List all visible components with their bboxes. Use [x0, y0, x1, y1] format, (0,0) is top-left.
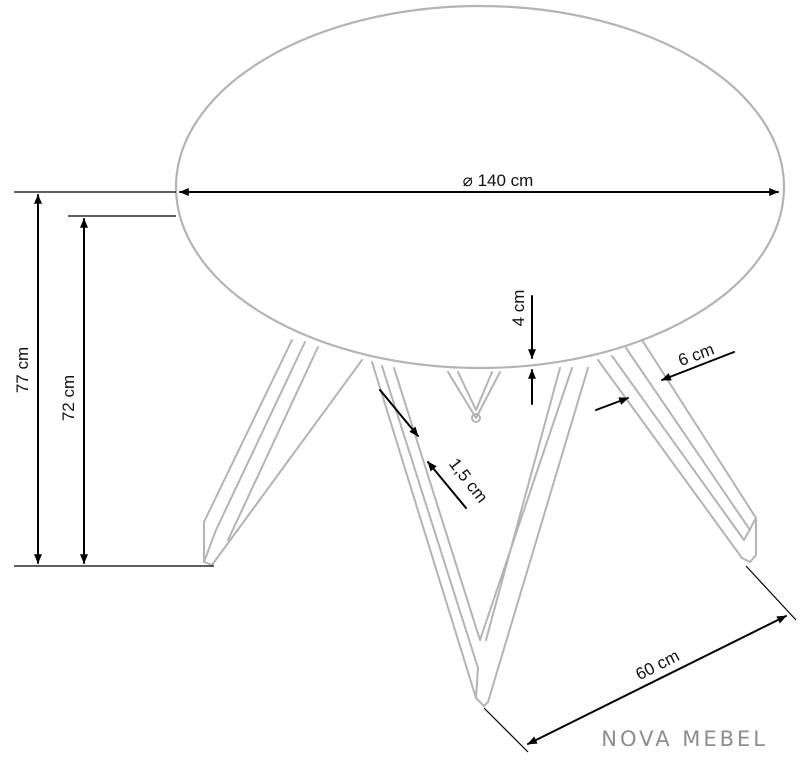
diameter-label: ⌀ 140 cm [463, 171, 534, 190]
total-height-label: 77 cm [13, 347, 32, 393]
leg-width-dimension-line [595, 351, 735, 411]
brand-logo: NOVA MEBEL [601, 727, 768, 751]
dimension-lines [34, 188, 787, 745]
leg-height-label: 72 cm [59, 375, 78, 421]
leg-span-dimension-line [527, 615, 787, 745]
leg-span-label: 60 cm [633, 646, 683, 684]
extension-lines [14, 191, 797, 753]
top-thickness-label: 4 cm [509, 290, 528, 327]
left-leg [203, 339, 363, 566]
leg-thickness-label: 1,5 cm [445, 455, 491, 507]
center-leg [371, 361, 589, 707]
table-legs [203, 339, 757, 707]
table-top [174, 4, 786, 370]
leg-thickness-dimension-line [379, 389, 467, 509]
leg-width-label: 6 cm [676, 340, 717, 370]
right-leg [597, 339, 757, 563]
rear-leg [447, 371, 501, 423]
